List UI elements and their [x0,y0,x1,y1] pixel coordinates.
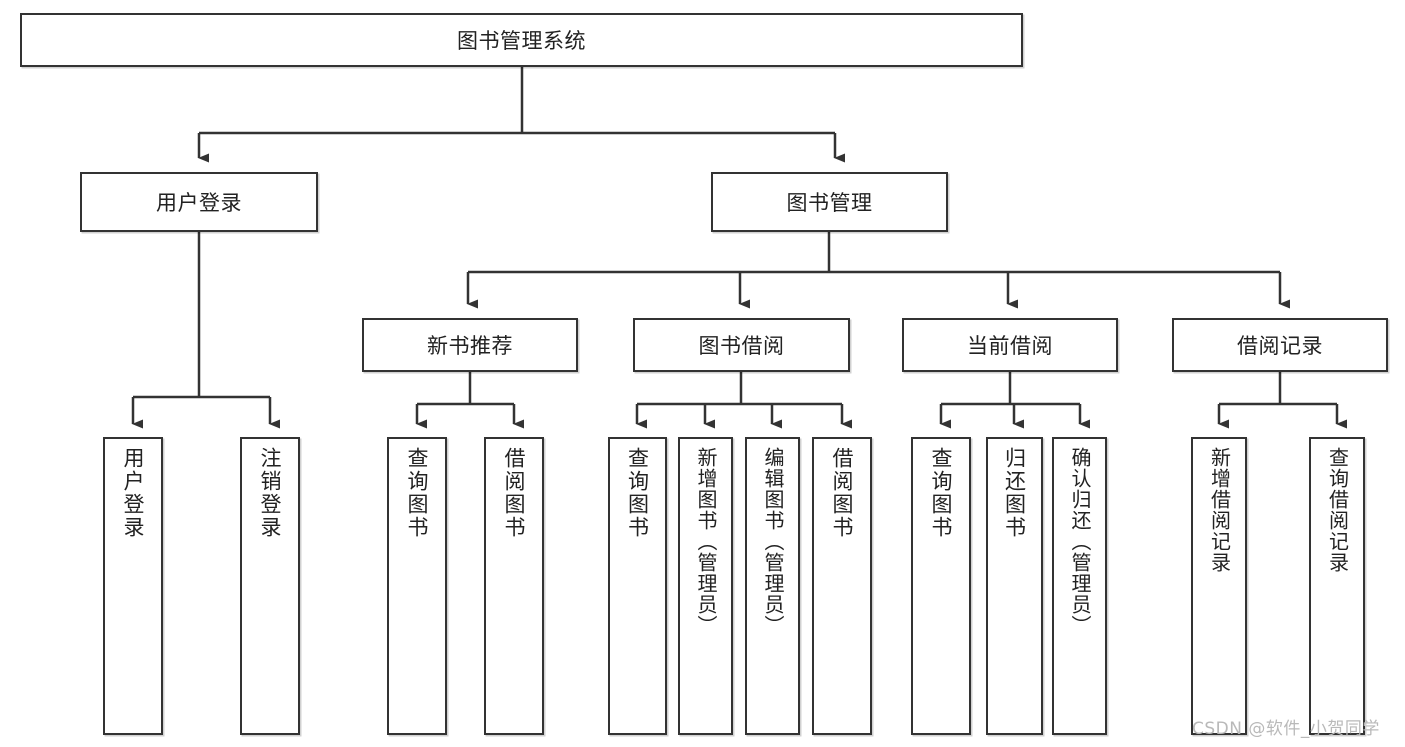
leaf-borrow-book-label: 借阅图书 [830,447,855,539]
leaf-query-book-borrow-label: 查询图书 [625,447,650,539]
node-current-borrow[interactable]: 当前借阅 [902,318,1118,372]
leaf-logout[interactable]: 注销登录 [240,437,300,735]
leaf-add-book-admin[interactable]: 新增图书（管理员） [678,437,733,735]
leaf-query-borrow-record-label: 查询借阅记录 [1325,447,1350,573]
node-book-management-label: 图书管理 [786,191,873,215]
leaf-user-login-label: 用户登录 [121,447,146,539]
edge-user-login-children [131,232,280,429]
edge-book-management-children [466,232,1290,309]
leaf-confirm-return-admin-label: 确认归还（管理员） [1068,447,1092,636]
edge-book-borrow-children [635,372,852,429]
leaf-query-borrow-record[interactable]: 查询借阅记录 [1309,437,1365,735]
node-borrow-record[interactable]: 借阅记录 [1172,318,1388,372]
node-book-management[interactable]: 图书管理 [711,172,948,232]
node-root-label: 图书管理系统 [457,29,586,53]
leaf-return-book[interactable]: 归还图书 [986,437,1043,735]
node-user-login[interactable]: 用户登录 [80,172,318,232]
leaf-query-book-current[interactable]: 查询图书 [911,437,971,735]
leaf-query-book-recommend-label: 查询图书 [405,447,430,539]
node-root[interactable]: 图书管理系统 [20,13,1023,67]
node-book-borrow[interactable]: 图书借阅 [633,318,850,372]
leaf-logout-label: 注销登录 [258,447,283,539]
edge-current-borrow-children [939,372,1090,429]
edge-borrow-record-children [1217,372,1347,429]
leaf-query-book-recommend[interactable]: 查询图书 [387,437,447,735]
node-current-borrow-label: 当前借阅 [967,334,1053,358]
leaf-borrow-book[interactable]: 借阅图书 [812,437,872,735]
node-book-borrow-label: 图书借阅 [698,334,785,358]
leaf-query-book-borrow[interactable]: 查询图书 [608,437,667,735]
leaf-return-book-label: 归还图书 [1002,447,1027,539]
node-new-book-recommend[interactable]: 新书推荐 [362,318,578,372]
node-new-book-recommend-label: 新书推荐 [427,334,513,358]
edge-new-book-recommend-children [415,372,524,429]
leaf-confirm-return-admin[interactable]: 确认归还（管理员） [1052,437,1107,735]
leaf-add-book-admin-label: 新增图书（管理员） [694,447,718,636]
edge-root-trunk [197,67,845,163]
csdn-watermark: CSDN @软件_小贺同学 [1192,719,1380,739]
leaf-borrow-book-recommend[interactable]: 借阅图书 [484,437,544,735]
leaf-add-borrow-record-label: 新增借阅记录 [1207,447,1232,573]
leaf-user-login[interactable]: 用户登录 [103,437,163,735]
leaf-query-book-current-label: 查询图书 [929,447,954,539]
leaf-edit-book-admin-label: 编辑图书（管理员） [761,447,785,636]
leaf-add-borrow-record[interactable]: 新增借阅记录 [1191,437,1247,735]
leaf-borrow-book-recommend-label: 借阅图书 [502,447,527,539]
node-borrow-record-label: 借阅记录 [1237,334,1323,358]
node-user-login-label: 用户登录 [156,191,242,215]
leaf-edit-book-admin[interactable]: 编辑图书（管理员） [745,437,800,735]
